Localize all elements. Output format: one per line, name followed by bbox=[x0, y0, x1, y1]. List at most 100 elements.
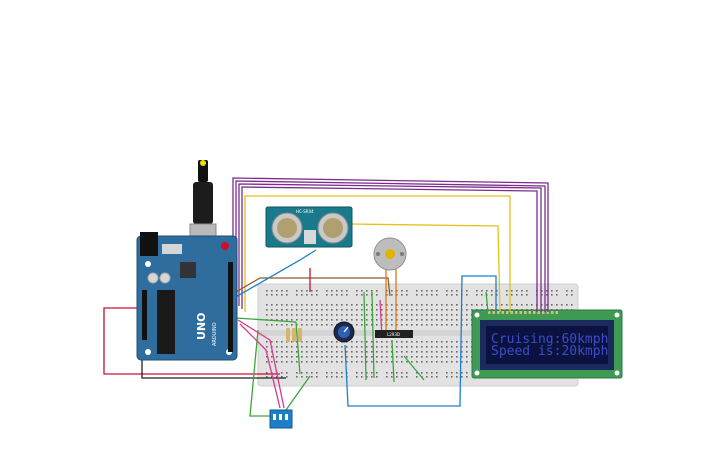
breadboard-hole bbox=[456, 376, 458, 378]
breadboard-hole bbox=[446, 294, 448, 296]
wire-yellow[interactable] bbox=[244, 195, 511, 312]
potentiometer[interactable] bbox=[333, 321, 355, 343]
motor-driver-chip[interactable]: L293D bbox=[375, 330, 413, 338]
breadboard-hole bbox=[286, 372, 288, 374]
switch-toggle[interactable] bbox=[279, 414, 282, 420]
breadboard-hole bbox=[341, 290, 343, 292]
wire-pink[interactable] bbox=[237, 319, 285, 409]
breadboard-hole bbox=[376, 372, 378, 374]
wire-brown[interactable] bbox=[235, 277, 391, 297]
lcd-pin bbox=[510, 311, 513, 314]
wire-green[interactable] bbox=[371, 291, 375, 379]
breadboard-hole bbox=[391, 319, 393, 321]
breadboard-hole bbox=[446, 351, 448, 353]
breadboard-hole bbox=[336, 361, 338, 363]
breadboard-hole bbox=[276, 319, 278, 321]
breadboard-hole bbox=[321, 361, 323, 363]
breadboard-hole bbox=[416, 346, 418, 348]
breadboard-hole bbox=[361, 309, 363, 311]
wire-green[interactable] bbox=[285, 375, 311, 411]
breadboard-hole bbox=[386, 361, 388, 363]
breadboard-hole bbox=[346, 346, 348, 348]
breadboard-hole bbox=[421, 314, 423, 316]
wire-green[interactable] bbox=[391, 339, 395, 383]
wire-green[interactable] bbox=[485, 291, 489, 313]
breadboard-hole bbox=[366, 314, 368, 316]
breadboard-hole bbox=[361, 372, 363, 374]
breadboard-hole bbox=[511, 290, 513, 292]
breadboard-hole bbox=[271, 314, 273, 316]
resistor[interactable] bbox=[286, 328, 290, 342]
breadboard-hole bbox=[356, 361, 358, 363]
breadboard-hole bbox=[306, 356, 308, 358]
breadboard-hole bbox=[411, 356, 413, 358]
breadboard-hole bbox=[391, 372, 393, 374]
breadboard-hole bbox=[316, 294, 318, 296]
reset-button[interactable] bbox=[221, 242, 229, 250]
breadboard-hole bbox=[346, 304, 348, 306]
wire-green[interactable] bbox=[363, 291, 367, 381]
breadboard-hole bbox=[266, 314, 268, 316]
breadboard-hole bbox=[431, 372, 433, 374]
breadboard-hole bbox=[326, 351, 328, 353]
breadboard-hole bbox=[341, 309, 343, 311]
breadboard-hole bbox=[401, 351, 403, 353]
ultrasonic-sensor[interactable]: HC-SR04 bbox=[265, 206, 353, 248]
breadboard-hole bbox=[291, 346, 293, 348]
breadboard-hole bbox=[401, 290, 403, 292]
breadboard-hole bbox=[441, 341, 443, 343]
breadboard-hole bbox=[321, 346, 323, 348]
breadboard-hole bbox=[546, 290, 548, 292]
wire-blue[interactable] bbox=[344, 275, 497, 407]
switch-toggle[interactable] bbox=[285, 414, 288, 420]
breadboard-hole bbox=[441, 351, 443, 353]
dip-switch[interactable] bbox=[269, 409, 293, 429]
breadboard-hole bbox=[421, 290, 423, 292]
lcd-module[interactable]: Cruising:60kmph Speed is:20kmph bbox=[471, 309, 623, 379]
breadboard-hole bbox=[331, 314, 333, 316]
breadboard-hole bbox=[341, 376, 343, 378]
breadboard-hole bbox=[466, 324, 468, 326]
breadboard-hole bbox=[446, 290, 448, 292]
breadboard-hole bbox=[461, 351, 463, 353]
breadboard-hole bbox=[396, 290, 398, 292]
breadboard-hole bbox=[306, 294, 308, 296]
wire-purple[interactable] bbox=[241, 186, 538, 312]
breadboard-hole bbox=[451, 304, 453, 306]
breadboard-hole bbox=[386, 376, 388, 378]
breadboard-hole bbox=[331, 324, 333, 326]
wire-blue[interactable] bbox=[233, 249, 317, 299]
breadboard-hole bbox=[431, 346, 433, 348]
breadboard-hole bbox=[386, 324, 388, 326]
breadboard-hole bbox=[381, 356, 383, 358]
resistor[interactable] bbox=[298, 328, 302, 342]
breadboard-hole bbox=[271, 324, 273, 326]
resistor[interactable] bbox=[292, 328, 296, 342]
dc-motor[interactable] bbox=[373, 237, 407, 271]
breadboard-hole bbox=[301, 314, 303, 316]
lcd-screen bbox=[486, 326, 608, 364]
resistors[interactable] bbox=[286, 328, 302, 342]
breadboard-hole bbox=[571, 290, 573, 292]
arduino-uno[interactable]: UNO ARDUINO bbox=[136, 232, 238, 361]
breadboard-hole bbox=[361, 346, 363, 348]
breadboard-hole bbox=[376, 314, 378, 316]
breadboard-hole bbox=[421, 324, 423, 326]
wire-red[interactable] bbox=[103, 307, 280, 375]
wire-green[interactable] bbox=[295, 321, 301, 375]
switch-toggle[interactable] bbox=[273, 414, 276, 420]
wire-purple[interactable] bbox=[238, 183, 542, 312]
breadboard-hole bbox=[466, 319, 468, 321]
wire-yellow[interactable] bbox=[349, 223, 501, 313]
lcd-pin bbox=[542, 311, 545, 314]
breadboard-hole bbox=[466, 294, 468, 296]
breadboard-hole bbox=[401, 356, 403, 358]
breadboard-hole bbox=[286, 294, 288, 296]
wire-green[interactable] bbox=[235, 317, 297, 323]
wire-green[interactable] bbox=[403, 355, 425, 381]
breadboard-hole bbox=[451, 309, 453, 311]
breadboard-hole bbox=[426, 314, 428, 316]
wire-pink[interactable] bbox=[239, 323, 281, 409]
wire-green[interactable] bbox=[249, 329, 276, 417]
breadboard-hole bbox=[296, 376, 298, 378]
